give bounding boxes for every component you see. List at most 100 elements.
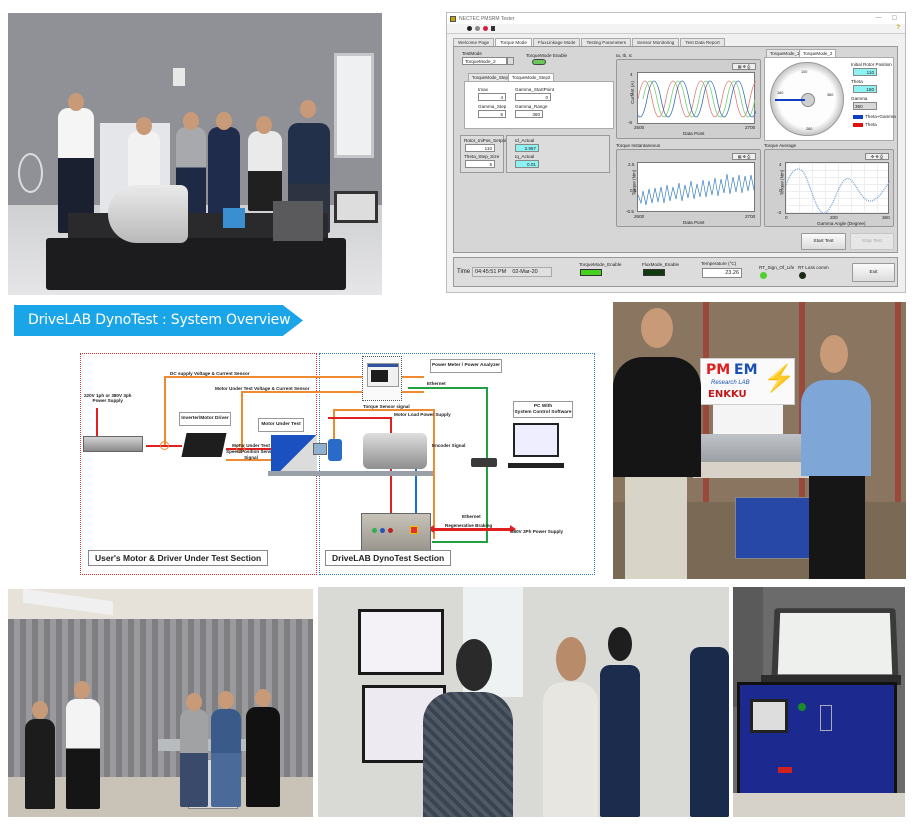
gamma-range-label: Gamma_Range [515, 104, 548, 109]
power-meter-box: Power Meter / Power Analyzer [430, 359, 502, 373]
plot-tools-icon[interactable]: ▦ ✥ ⎙ [732, 153, 756, 160]
abort-icon[interactable] [483, 26, 488, 31]
tab-step2[interactable]: TorqueMode_Step2 [508, 73, 555, 81]
torque-enable-label: TorqueMode Enable [526, 53, 568, 58]
motor-under-test-image [271, 435, 317, 471]
gamma-label: Gamma [851, 96, 868, 101]
person-head [456, 639, 492, 691]
y-tick: -6 [628, 120, 633, 125]
person [66, 699, 100, 809]
gamma-start-input[interactable]: 0 [515, 93, 551, 101]
torque-signal-drop [333, 409, 335, 441]
initial-rotor-value: 110 [853, 68, 877, 76]
laptop [334, 191, 378, 223]
power-switch [820, 705, 832, 731]
regen-label: Regenerative Braking [445, 523, 493, 528]
testmode-label: TestMode [462, 51, 482, 56]
mut-sense-wire [241, 391, 424, 393]
person [246, 707, 280, 807]
torque-enable-led[interactable] [532, 59, 546, 65]
pause-icon[interactable] [491, 26, 495, 31]
person-head [183, 112, 199, 130]
maximize-button[interactable]: ☐ [891, 16, 897, 22]
arrow-right-icon [510, 525, 516, 533]
blue-control-box [735, 497, 815, 559]
banner-arrow-shape [14, 305, 303, 336]
plot-tools-icon[interactable]: ▦ ✥ ⎙ [732, 63, 756, 70]
person-head [255, 689, 271, 707]
help-icon[interactable]: ? [896, 25, 900, 31]
rt-sign-of-life-led [760, 272, 767, 279]
torque-sensor-image [328, 439, 342, 461]
gauge-tick: 160 [777, 91, 784, 95]
analyzer-screen [371, 370, 388, 382]
person-head [820, 335, 848, 373]
imax-input[interactable]: 4 [478, 93, 506, 101]
person-head [74, 681, 90, 699]
green-button [798, 703, 806, 711]
tab-welcome-page[interactable]: Welcome Page [453, 38, 495, 46]
start-test-button[interactable]: Start Test [801, 233, 846, 250]
x-tick: 360 [882, 215, 890, 220]
arrow-left-icon [428, 525, 434, 533]
ethernet-top-label: Ethernet [427, 381, 446, 386]
ethernet-bottom [432, 541, 488, 543]
laptop-screen [777, 612, 893, 675]
minimize-button[interactable]: — [875, 15, 882, 21]
labview-window: NECTEC PMSRM Tester — ☐ ? Welcome Page T… [446, 12, 906, 293]
load-motor-image [363, 433, 427, 469]
title-bar: NECTEC PMSRM Tester — ☐ [447, 13, 905, 24]
encoder-wire [415, 446, 417, 534]
torque-inst-waveform [637, 173, 755, 206]
iq-actual-value: 0.01 [515, 160, 539, 168]
y-tick: 2.5 [628, 162, 635, 167]
run-continuous-icon[interactable] [475, 26, 480, 31]
theta-step-input[interactable]: 5 [465, 160, 495, 168]
dynotest-section-border [319, 353, 595, 575]
table [693, 462, 813, 478]
load-supply-top [328, 417, 390, 419]
blue-button [380, 528, 385, 533]
ethernet-bottom-label: Ethernet [462, 514, 481, 519]
run-arrow-icon[interactable] [467, 26, 472, 31]
legend-swatch-theta [853, 123, 863, 127]
rotor-setpoint-input[interactable]: 110 [465, 144, 495, 152]
torque-inst-xlabel: Data Point [683, 220, 705, 225]
imax-label: Imax [478, 87, 488, 92]
tab-torquemode-1[interactable]: TorqueMode_1 [766, 49, 804, 57]
stop-test-button[interactable]: Stop Test [850, 233, 894, 250]
y-tick: 4 [779, 162, 782, 167]
tab-torquemode-2[interactable]: TorqueMode_2 [799, 49, 837, 57]
gamma-step-input[interactable]: 5 [478, 110, 506, 118]
y-tick: 0.5 [630, 188, 637, 193]
sign-em: EM [734, 362, 758, 378]
current-sensor-icon [236, 444, 245, 453]
power-analyzer-image [367, 363, 399, 387]
tab-torque-mode[interactable]: Torque Mode [495, 38, 532, 46]
dropdown-arrow-icon[interactable] [507, 57, 514, 65]
gamma-range-input[interactable]: 360 [515, 110, 543, 118]
testmode-select[interactable]: TorqueMode_2 [462, 57, 507, 65]
person [600, 665, 640, 817]
power-analyzer-frame [362, 356, 402, 401]
y-tick: 0 [779, 188, 782, 193]
date-value: 02-Mar-20 [512, 269, 538, 275]
legend-swatch-theta-gamma [853, 115, 863, 119]
sign-pm: PM [706, 362, 731, 378]
y-tick: -0.5 [626, 209, 634, 214]
current-waveforms [632, 80, 765, 118]
tab-fluxlinkage-mode[interactable]: FluxLinkage Mode [532, 38, 581, 46]
toolbar: ? [447, 24, 905, 34]
person-trousers [809, 476, 865, 579]
x-tick: 0 [785, 215, 788, 220]
tab-sensor-monitoring[interactable]: Sensor Monitoring [632, 38, 680, 46]
photo-software-demo [318, 587, 729, 817]
plot-tools-icon[interactable]: ✥ ✥ ⎙ [865, 153, 889, 160]
tab-test-data-report[interactable]: Test Data Report [680, 38, 725, 46]
exit-button[interactable]: Exit [852, 263, 895, 282]
angle-gauge: 100 360 260 160 [770, 62, 844, 136]
tab-testing-parameters[interactable]: Testing Parameters [581, 38, 632, 46]
rig-table [158, 739, 258, 751]
gamma-value: 360 [853, 102, 877, 110]
person-plaid-shirt [423, 692, 513, 817]
